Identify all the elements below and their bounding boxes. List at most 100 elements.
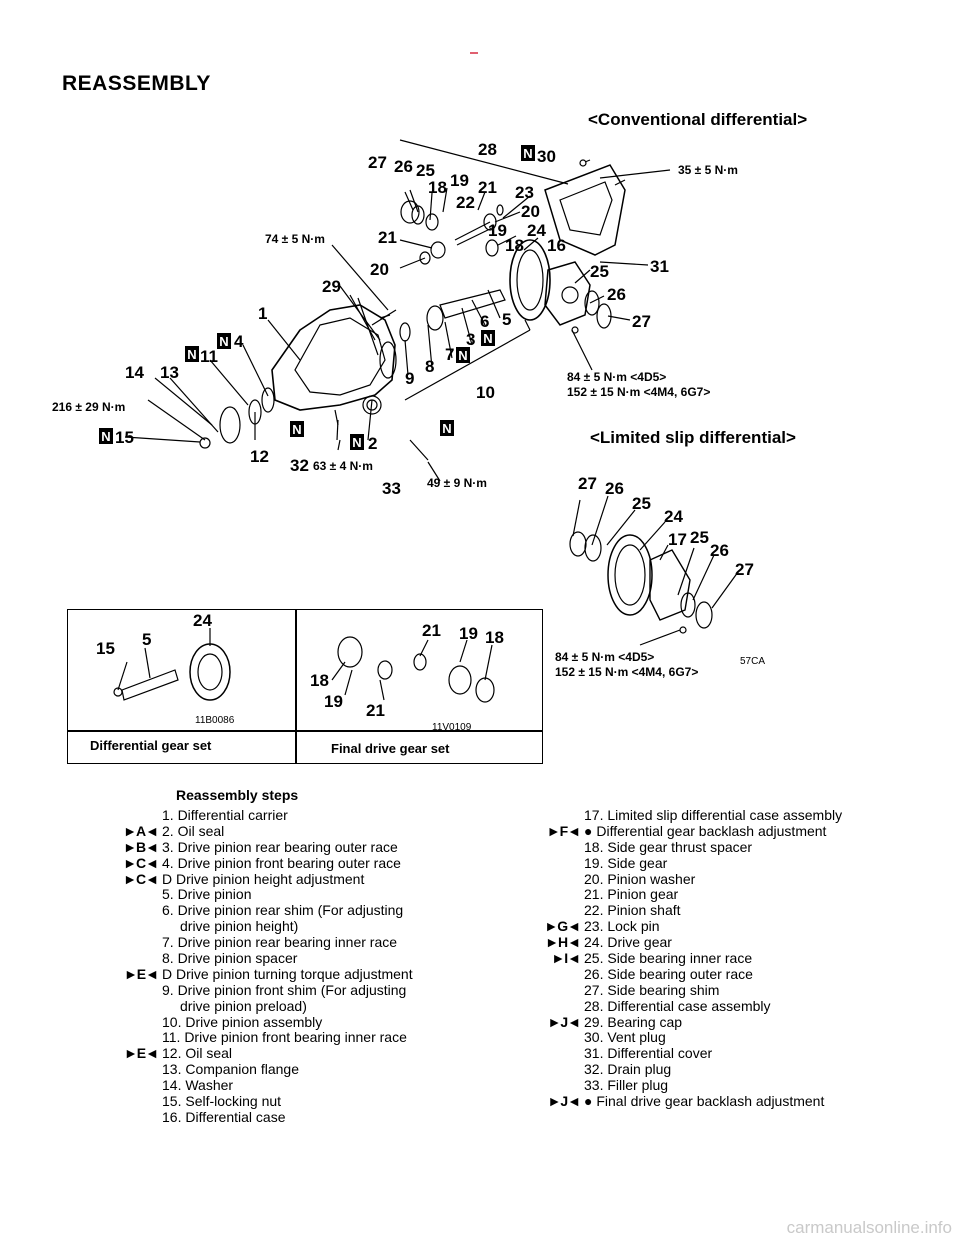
step-row: ►F◄● Differential gear backlash adjustme…: [530, 822, 890, 840]
step-row: 17. Limited slip differential case assem…: [530, 807, 890, 824]
step-text: 29. Bearing cap: [584, 1013, 683, 1030]
step-text: 22. Pinion shaft: [584, 902, 681, 919]
step-row: 9. Drive pinion front shim (For adjustin…: [108, 981, 468, 999]
callout-25: 25: [416, 161, 435, 180]
step-mark: ►H◄: [545, 934, 581, 951]
inset-callout-5: 5: [142, 630, 151, 649]
step-text: 31. Differential cover: [584, 1045, 713, 1062]
step-text: ● Differential gear backlash adjustment: [584, 822, 827, 839]
callout-10: 10: [476, 383, 495, 402]
inset-divider: [295, 610, 297, 763]
step-mark: ►F◄: [546, 822, 581, 839]
step-row: 13. Companion flange: [108, 1061, 468, 1078]
step-row: 31. Differential cover: [530, 1045, 890, 1062]
step-text: 15. Self-locking nut: [162, 1093, 282, 1110]
callout-25b: 25: [590, 262, 609, 281]
page-title: REASSEMBLY: [62, 72, 211, 95]
torque-63: 63 ± 4 N·m: [313, 459, 373, 473]
n-mark-11: N: [187, 347, 196, 362]
step-row: 6. Drive pinion rear shim (For adjusting: [108, 902, 468, 919]
lsd-callout-27: 27: [578, 474, 597, 493]
step-text: D Drive pinion turning torque adjustment: [162, 965, 413, 982]
lsd-callout-17: 17: [668, 530, 687, 549]
step-text: 8. Drive pinion spacer: [162, 950, 298, 967]
gear-set-inset: Differential gear set Final drive gear s…: [67, 609, 543, 764]
callout-14: 14: [125, 363, 144, 382]
callout-26b: 26: [607, 285, 626, 304]
step-text: 9. Drive pinion front shim (For adjustin…: [162, 981, 407, 998]
step-mark: ►J◄: [547, 1013, 582, 1030]
callout-28: 28: [478, 140, 497, 159]
step-row: ►C◄D Drive pinion height adjustment: [108, 870, 468, 888]
step-text: 21. Pinion gear: [584, 886, 679, 903]
callout-32: 32: [290, 456, 309, 475]
lsd-callout-27b: 27: [735, 560, 754, 579]
inset-callout-18: 18: [485, 628, 504, 647]
step-row: 22. Pinion shaft: [530, 902, 890, 919]
step-row: ►B◄3. Drive pinion rear bearing outer ra…: [108, 839, 468, 856]
step-row: ►C◄4. Drive pinion front bearing outer r…: [108, 854, 468, 872]
step-text: 1. Differential carrier: [162, 807, 288, 823]
callout-7: 7: [445, 345, 454, 364]
inset-left-label: Differential gear set: [90, 738, 212, 753]
exploded-view-diagram: 28 27 26 25 19 18 21 23 22 20 19 24 18 1…: [52, 139, 765, 733]
torque-152-b: 152 ± 15 N·m <4M4, 6G7>: [555, 665, 698, 679]
callout-33: 33: [382, 479, 401, 498]
steps-right-column: 17. Limited slip differential case assem…: [530, 807, 890, 1110]
step-text: 19. Side gear: [584, 854, 668, 871]
step-row: ►J◄29. Bearing cap: [530, 1013, 890, 1031]
step-text: 26. Side bearing outer race: [584, 965, 753, 982]
callout-2: 2: [368, 434, 377, 453]
callout-19b: 19: [488, 221, 507, 240]
inset-callout-21: 21: [422, 621, 441, 640]
step-row: 14. Washer: [108, 1077, 468, 1094]
step-row: 26. Side bearing outer race: [530, 965, 890, 983]
step-mark: ►G◄: [544, 918, 581, 935]
step-row: 10. Drive pinion assembly: [108, 1014, 468, 1031]
step-mark: ►C◄: [123, 854, 159, 871]
footer-watermark: carmanualsonline.info: [786, 1218, 952, 1237]
callout-18b: 18: [505, 236, 524, 255]
step-row: 27. Side bearing shim: [530, 982, 890, 999]
step-text: 4. Drive pinion front bearing outer race: [162, 854, 401, 871]
step-mark: ►C◄: [123, 870, 159, 887]
callout-24: 24: [527, 221, 546, 240]
conventional-differential-label: <Conventional differential>: [588, 110, 808, 129]
callout-29: 29: [322, 277, 341, 296]
callout-12: 12: [250, 447, 269, 466]
torque-84-a: 84 ± 5 N·m <4D5>: [567, 370, 666, 384]
step-text: drive pinion height): [180, 918, 299, 935]
callout-23: 23: [515, 183, 534, 202]
step-mark: ►J◄: [547, 1093, 582, 1110]
callout-20b: 20: [370, 260, 389, 279]
callout-20: 20: [521, 202, 540, 221]
step-text: 14. Washer: [162, 1077, 234, 1094]
torque-74: 74 ± 5 N·m: [265, 232, 325, 246]
step-text: 28. Differential case assembly: [584, 997, 771, 1014]
step-row: ►A◄2. Oil seal: [108, 822, 468, 840]
step-row: ►H◄24. Drive gear: [530, 934, 890, 951]
step-row: 28. Differential case assembly: [530, 997, 890, 1015]
step-row: drive pinion height): [108, 918, 468, 935]
callout-13: 13: [160, 363, 179, 382]
n-mark-32: N: [292, 422, 301, 437]
callout-31: 31: [650, 257, 669, 276]
step-text: D Drive pinion height adjustment: [162, 870, 365, 887]
step-text: 6. Drive pinion rear shim (For adjusting: [162, 902, 404, 919]
step-mark: ►A◄: [123, 822, 159, 839]
steps-title: Reassembly steps: [176, 787, 299, 803]
step-text: 13. Companion flange: [162, 1061, 299, 1078]
step-mark: ►E◄: [123, 965, 159, 982]
lsd-label: <Limited slip differential>: [590, 428, 796, 447]
step-text: 5. Drive pinion: [162, 886, 252, 903]
step-row: 7. Drive pinion rear bearing inner race: [108, 934, 468, 951]
n-mark-15: N: [101, 429, 110, 444]
lsd-callout-26: 26: [605, 479, 624, 498]
step-text: 12. Oil seal: [162, 1045, 233, 1062]
step-row: 1. Differential carrier: [108, 807, 468, 824]
step-text: 30. Vent plug: [584, 1029, 666, 1046]
step-text: ● Final drive gear backlash adjustment: [584, 1093, 825, 1110]
figure-code-57ca: 57CA: [740, 656, 765, 667]
n-mark-2: N: [352, 435, 361, 450]
callout-21b: 21: [378, 228, 397, 247]
